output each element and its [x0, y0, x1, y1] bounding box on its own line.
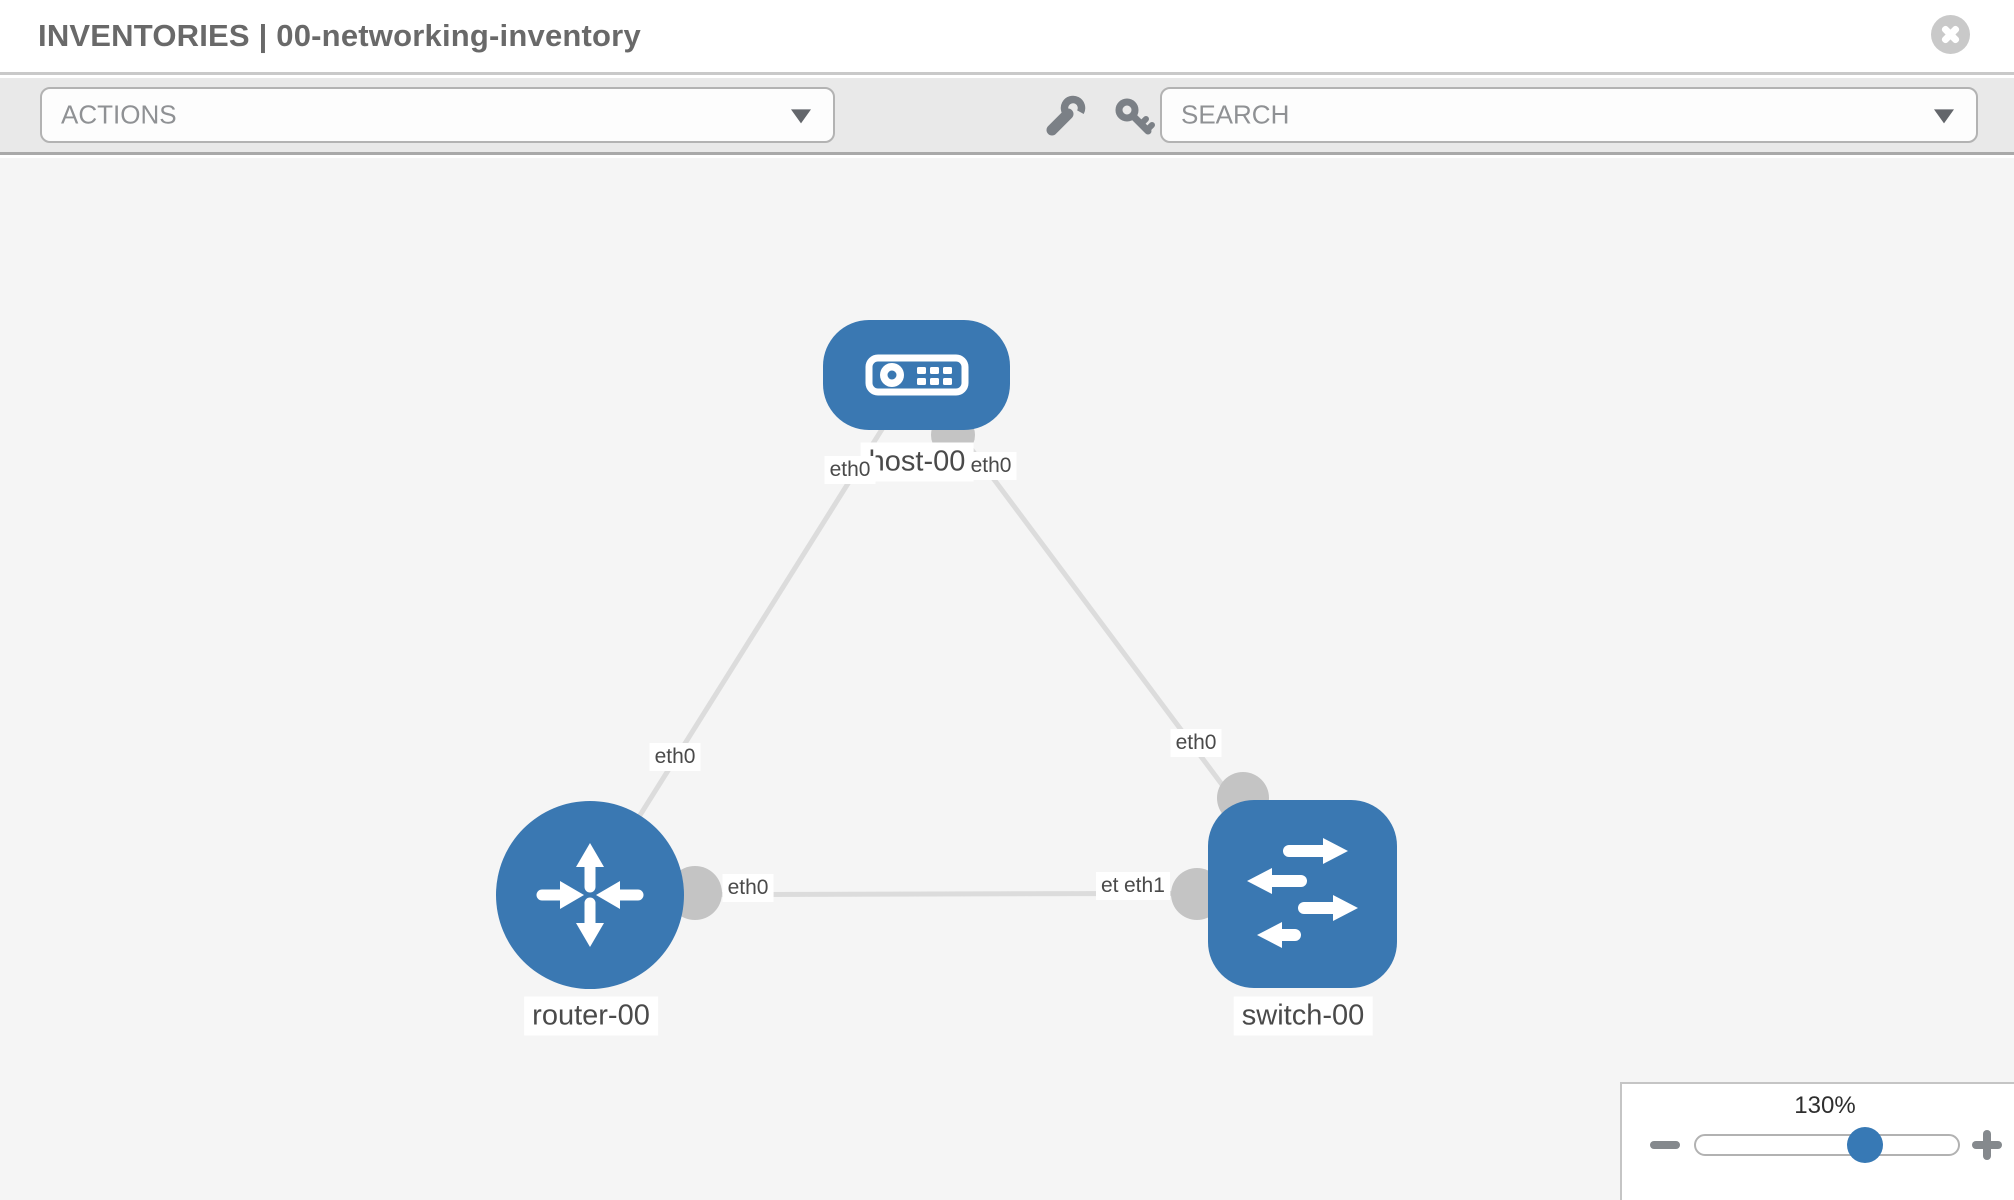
- key-icon: [1115, 98, 1155, 135]
- zoom-control-panel: 130%: [1620, 1082, 2014, 1200]
- node-label-router: router-00: [524, 996, 658, 1036]
- actions-dropdown-label: ACTIONS: [61, 99, 177, 130]
- port-label-switch-left-front: eth1: [1119, 872, 1170, 900]
- switch-icon: [1246, 838, 1358, 948]
- node-label-host: host-00: [860, 442, 974, 482]
- search-dropdown[interactable]: SEARCH: [1160, 87, 1978, 143]
- node-label-switch: switch-00: [1233, 996, 1373, 1036]
- node-router-00[interactable]: [496, 801, 684, 989]
- port-label-switch-edge: eth0: [1170, 729, 1222, 757]
- port-label-router-edge: eth0: [649, 743, 701, 771]
- actions-dropdown[interactable]: ACTIONS: [40, 87, 835, 143]
- port-label-router-right: eth0: [722, 874, 774, 902]
- node-host-00[interactable]: [823, 320, 1010, 430]
- zoom-out-button[interactable]: [1650, 1141, 1680, 1149]
- topology-edges-layer: [587, 373, 1306, 920]
- node-switch-00[interactable]: [1208, 800, 1397, 988]
- wrench-icon: [1046, 95, 1086, 136]
- toolbar: ACTIONS SEARCH: [0, 78, 2014, 155]
- zoom-value: 130%: [1794, 1092, 1856, 1119]
- chevron-down-icon: [791, 109, 811, 124]
- search-dropdown-label: SEARCH: [1181, 99, 1290, 130]
- minus-icon: [1650, 1141, 1680, 1149]
- port-label-host-left: eth0: [824, 456, 876, 484]
- router-icon: [536, 843, 644, 947]
- topology-canvas[interactable]: host-00 router-00 switch-00 eth0 eth0 et…: [0, 158, 2014, 1200]
- zoom-slider-knob[interactable]: [1847, 1127, 1883, 1163]
- configure-button[interactable]: [1042, 95, 1088, 141]
- zoom-in-button[interactable]: [1972, 1130, 2002, 1160]
- header: INVENTORIES | 00-networking-inventory: [0, 0, 2014, 75]
- host-icon: [865, 354, 968, 396]
- key-button[interactable]: [1112, 95, 1158, 141]
- port-label-host-right: eth0: [965, 452, 1017, 480]
- close-button[interactable]: [1931, 15, 1970, 54]
- chevron-down-icon: [1934, 109, 1954, 124]
- plus-icon: [1983, 1130, 1991, 1160]
- zoom-slider-track[interactable]: [1694, 1134, 1960, 1156]
- page-title: INVENTORIES | 00-networking-inventory: [38, 18, 641, 53]
